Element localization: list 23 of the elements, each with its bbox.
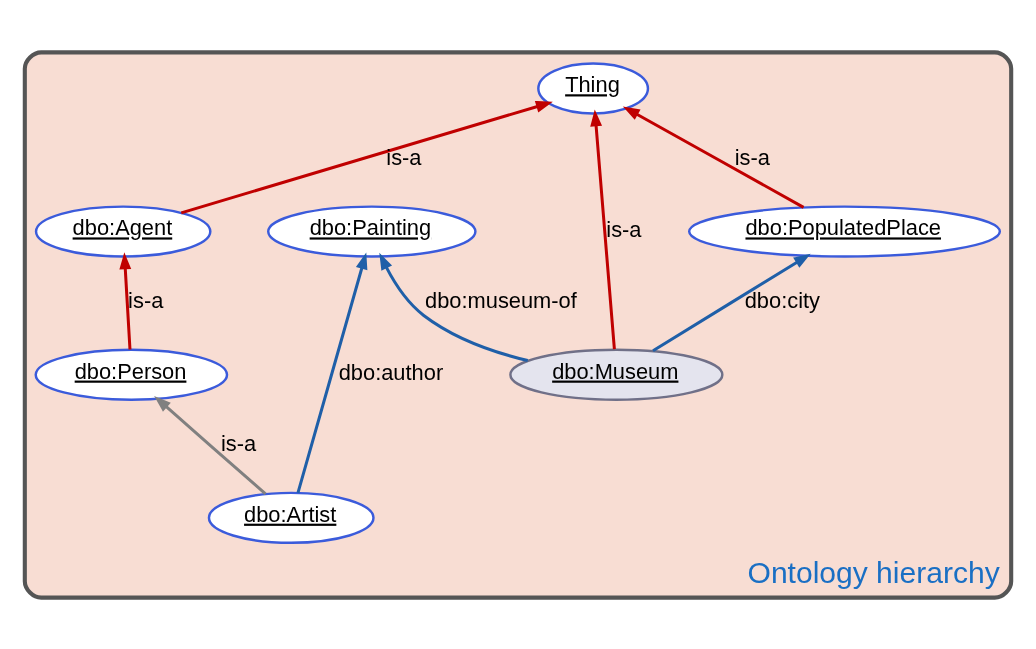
edge-label: dbo:city xyxy=(744,287,820,313)
edge-label: is-a xyxy=(606,216,642,242)
edge-label: is-a xyxy=(221,430,257,456)
edge-label: is-a xyxy=(128,287,164,313)
node-ellipse: Thing xyxy=(537,61,650,115)
arrow xyxy=(119,251,132,350)
arrow xyxy=(296,251,368,493)
node-ellipse: dbo:Person xyxy=(34,348,229,401)
arrow xyxy=(154,395,267,495)
arrow xyxy=(180,100,553,214)
arrow xyxy=(622,105,805,209)
node-ellipse: dbo:Painting xyxy=(267,204,477,258)
edge-label: dbo:author xyxy=(338,359,444,385)
node-ellipse: dbo:Museum xyxy=(509,348,724,401)
edge-label: is-a xyxy=(386,144,422,170)
edge-label: dbo:museum-of xyxy=(425,287,577,313)
arrow xyxy=(379,252,529,362)
arrow xyxy=(652,253,811,352)
node-ellipse: dbo:PopulatedPlace xyxy=(687,204,1002,258)
node-ellipse: dbo:Artist xyxy=(207,491,375,544)
arrow xyxy=(590,108,616,349)
edge-label: is-a xyxy=(734,144,770,170)
node-ellipse: dbo:Agent xyxy=(34,204,212,258)
